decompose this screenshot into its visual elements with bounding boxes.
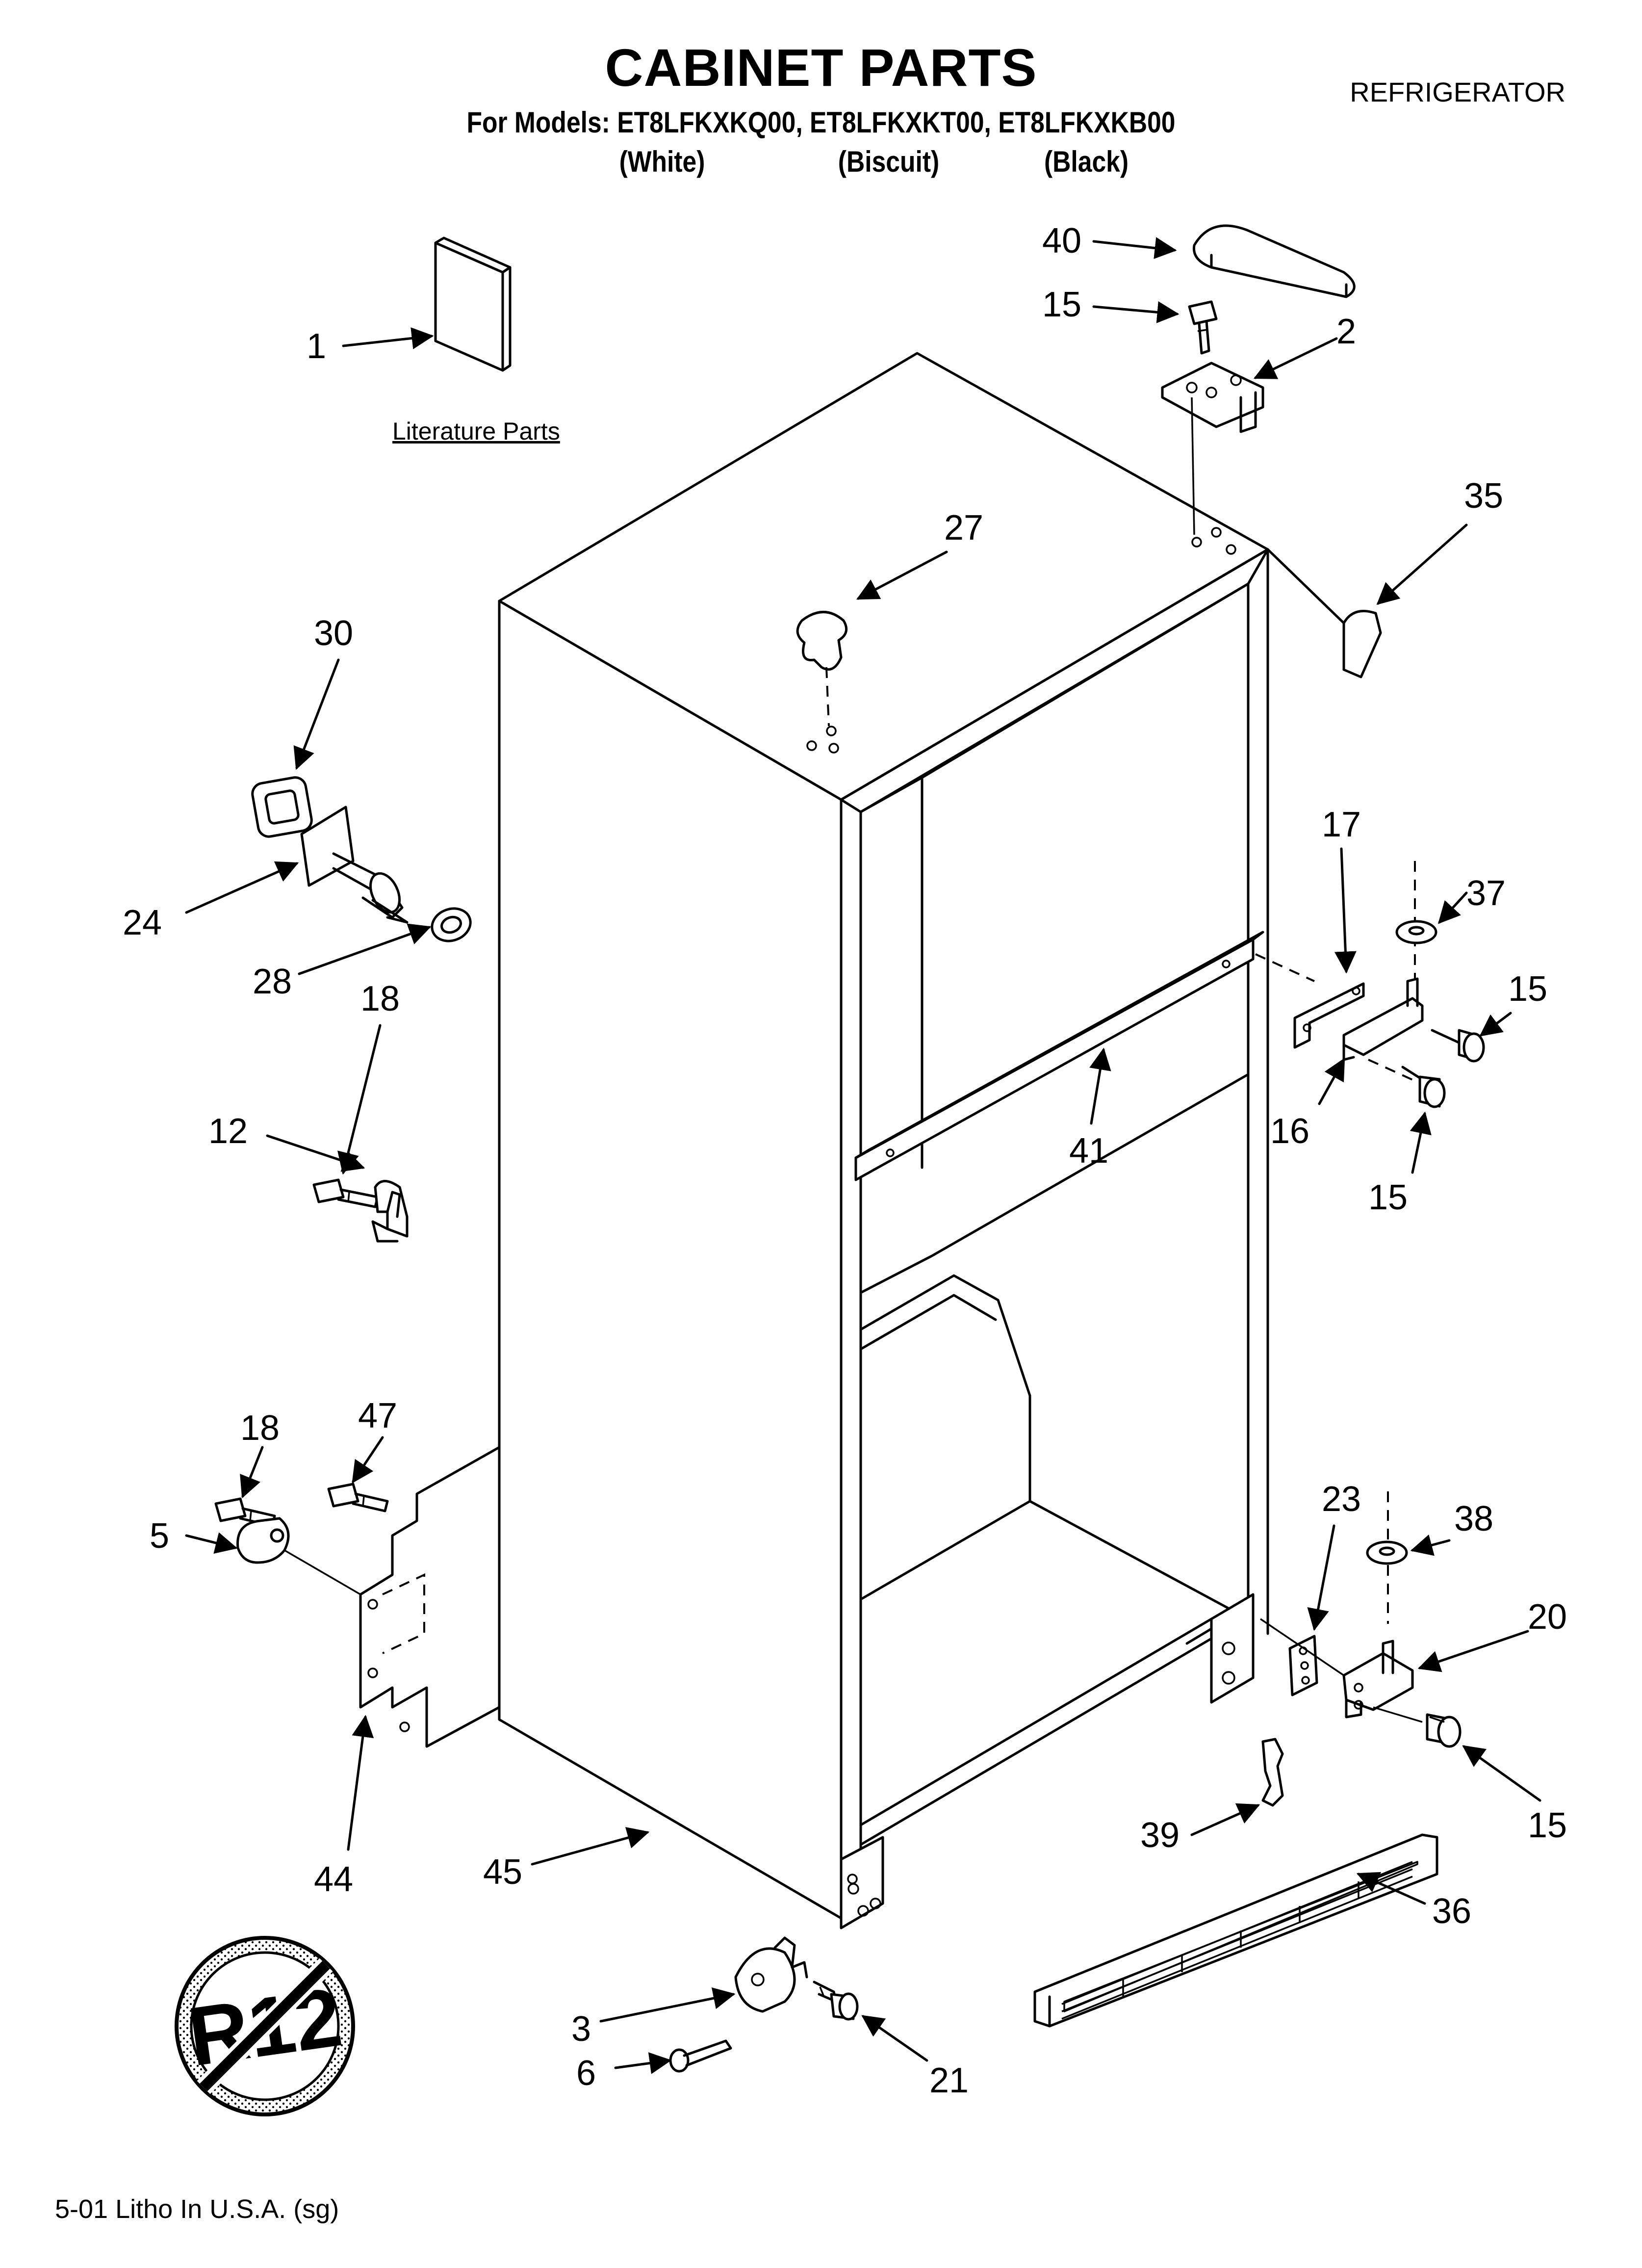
category-label: REFRIGERATOR xyxy=(1350,77,1565,107)
callout-2: 2 xyxy=(1336,312,1356,351)
lower-hinge-screw xyxy=(1426,1713,1462,1748)
models-line: For Models: ET8LFKXKQ00, ET8LFKXKT00, ET… xyxy=(466,106,1176,139)
callout-23: 23 xyxy=(1322,1480,1361,1519)
callout-27: 27 xyxy=(944,508,983,547)
top-hinge-cover xyxy=(1192,224,1356,298)
callout-28: 28 xyxy=(253,962,292,1001)
literature-booklet xyxy=(434,236,512,372)
callout-5: 5 xyxy=(150,1516,169,1556)
callout-36: 36 xyxy=(1432,1892,1471,1931)
callout-15-mid-right: 15 xyxy=(1508,969,1547,1009)
no-r12-badge: R12 xyxy=(175,1936,355,2116)
callout-numbers: 1 40 15 2 35 27 30 24 28 18 12 17 37 15 … xyxy=(123,221,1567,2100)
callout-35: 35 xyxy=(1464,476,1503,516)
callout-leaders xyxy=(185,237,1541,2074)
color-label-biscuit: (Biscuit) xyxy=(838,145,940,178)
upper-left-screw xyxy=(312,1178,379,1208)
page-title: CABINET PARTS xyxy=(605,38,1037,97)
leveling-roller xyxy=(734,1936,808,2013)
callout-18-upper: 18 xyxy=(360,979,400,1018)
color-label-white: (White) xyxy=(619,145,705,178)
refrigerator-cabinet xyxy=(498,352,1269,1929)
grille-clip xyxy=(1261,1738,1284,1807)
top-button-plug xyxy=(796,611,848,727)
lower-hinge-shim xyxy=(1288,1635,1318,1696)
center-hinge-screw-b xyxy=(1401,1066,1446,1108)
callout-15-mid-lower: 15 xyxy=(1368,1178,1408,1217)
callout-37: 37 xyxy=(1466,874,1506,913)
callout-15-lower-right: 15 xyxy=(1528,1806,1567,1845)
callout-38: 38 xyxy=(1454,1499,1493,1538)
callout-39: 39 xyxy=(1140,1816,1180,1855)
lower-left-screw-b xyxy=(327,1483,389,1512)
callout-1: 1 xyxy=(307,327,326,366)
callout-40: 40 xyxy=(1042,221,1081,261)
callout-41: 41 xyxy=(1069,1131,1108,1171)
door-stop-bushing xyxy=(431,907,472,942)
callout-24: 24 xyxy=(123,903,162,942)
base-grille xyxy=(1033,1833,1438,2028)
color-label-black: (Black) xyxy=(1044,145,1129,178)
back-panel-bracket xyxy=(359,1446,501,1748)
tubing-clamp xyxy=(236,1517,361,1595)
callout-21: 21 xyxy=(929,2061,969,2100)
upper-left-clip xyxy=(371,1180,409,1243)
lower-hinge-washer xyxy=(1366,1491,1408,1624)
center-hinge-bracket xyxy=(1342,861,1424,1085)
callout-3: 3 xyxy=(571,2009,591,2049)
callout-18-lower: 18 xyxy=(240,1408,280,1448)
footer-litho-text: 5-01 Litho In U.S.A. (sg) xyxy=(55,2194,339,2224)
callout-12: 12 xyxy=(208,1112,248,1151)
callout-45: 45 xyxy=(483,1852,522,1892)
callout-15-top: 15 xyxy=(1042,285,1081,324)
callout-6: 6 xyxy=(576,2054,596,2093)
door-stop-pin xyxy=(300,806,409,924)
callout-16: 16 xyxy=(1270,1112,1309,1151)
literature-parts-label: Literature Parts xyxy=(392,417,560,445)
door-stop-gasket xyxy=(251,776,313,838)
callout-17: 17 xyxy=(1322,805,1361,844)
top-hinge-screw xyxy=(1188,300,1218,355)
callout-30: 30 xyxy=(314,614,353,653)
top-hinge-bracket xyxy=(1161,362,1264,535)
center-hinge-shim xyxy=(1255,953,1365,1049)
divider-mullion-bar xyxy=(854,931,1264,1181)
hinge-plug xyxy=(1266,548,1382,678)
center-hinge-washer xyxy=(1395,920,1437,944)
center-hinge-screw-a xyxy=(1431,1029,1485,1063)
callout-47: 47 xyxy=(358,1396,397,1435)
callout-20: 20 xyxy=(1528,1597,1567,1637)
lower-hinge-bracket xyxy=(1260,1618,1423,1723)
roller-pin xyxy=(669,2039,732,2073)
callout-44: 44 xyxy=(314,1860,353,1899)
roller-screw xyxy=(813,1981,859,2021)
